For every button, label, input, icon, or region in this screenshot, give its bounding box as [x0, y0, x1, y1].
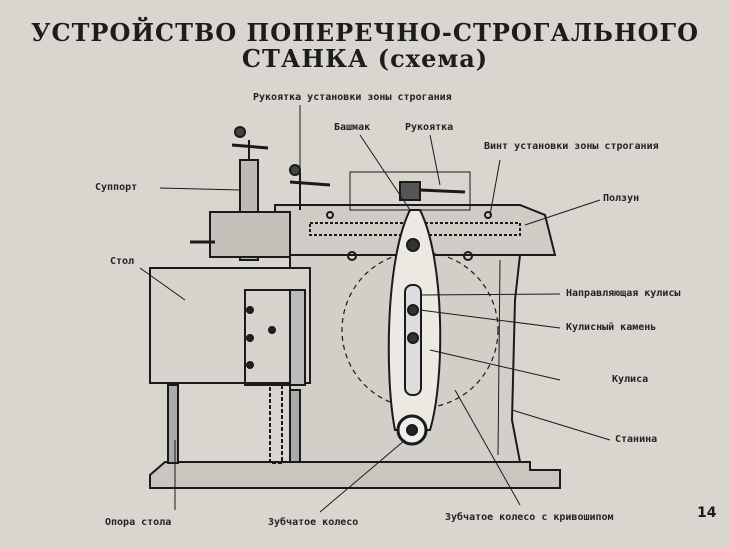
page-number: 14 — [697, 505, 717, 521]
label-support: Суппорт — [95, 182, 138, 193]
machine-base — [149, 461, 561, 489]
label-crank-gear: Зубчатое колесо с кривошипом — [445, 512, 614, 523]
label-screw-zone-text: Винт установки зоны — [484, 141, 599, 152]
rocker-stone — [407, 304, 419, 316]
table-support-right — [269, 384, 283, 464]
label-shoe: Башмак — [334, 122, 371, 133]
title-line-1: УСТРОЙСТВО ПОПЕРЕЧНО-СТРОГАЛЬНОГО — [30, 18, 699, 47]
table-support-left — [167, 384, 179, 464]
handle-knob — [399, 181, 421, 201]
label-screw-zone-bold: строгания — [604, 141, 659, 152]
label-rocker: Кулиса — [612, 374, 649, 385]
label-stone: Кулисный камень — [566, 322, 657, 333]
label-frame: Станина — [615, 434, 658, 445]
label-handle: Рукоятка — [405, 122, 454, 133]
label-handle-zone-text: Рукоятка установки зоны — [253, 92, 392, 103]
label-table-support: Опора стола — [105, 517, 172, 528]
label-handle-zone-bold: строгания — [397, 92, 452, 103]
crank-gear-circle — [341, 251, 499, 409]
title-line-2: СТАНКА (схема) — [241, 44, 489, 73]
label-guide: Направляющая кулисы — [566, 288, 681, 299]
label-screw-zone: Винт установки зоны строгания — [484, 141, 659, 152]
support-plate — [209, 211, 291, 258]
label-slider: Ползун — [603, 193, 640, 204]
label-table: Стол — [110, 256, 135, 267]
label-gear: Зубчатое колесо — [268, 517, 359, 528]
table-block — [149, 267, 311, 384]
label-handle-zone: Рукоятка установки зоны строгания — [253, 92, 452, 103]
